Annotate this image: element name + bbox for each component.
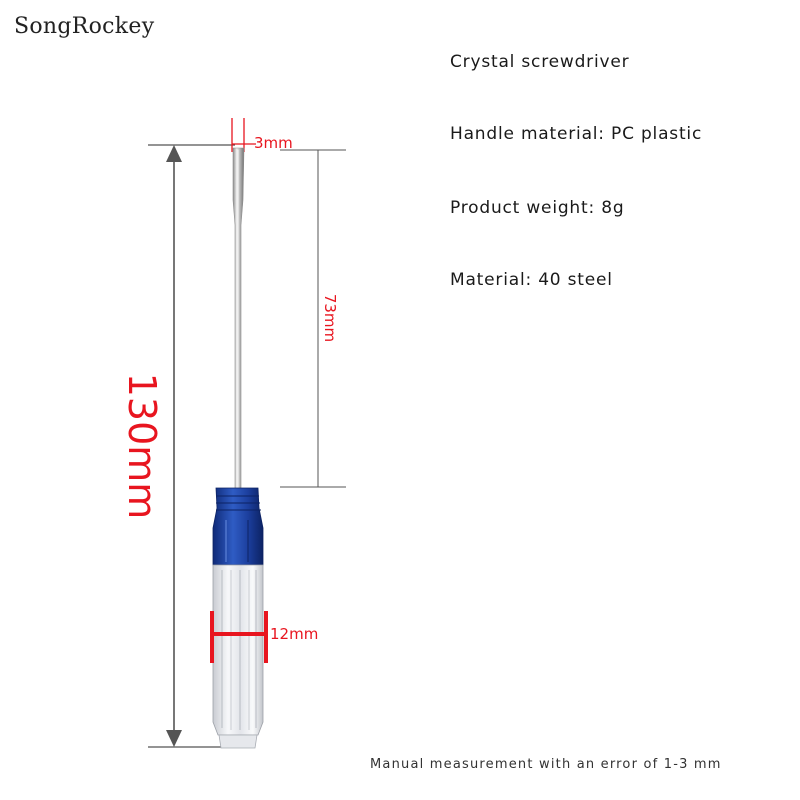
spec-product-weight: Product weight: 8g <box>450 198 625 218</box>
measurement-note: Manual measurement with an error of 1-3 … <box>370 757 722 772</box>
spec-handle-material: Handle material: PC plastic <box>450 124 703 144</box>
spec-material: Material: 40 steel <box>450 270 613 290</box>
tip-width-markers <box>231 118 256 152</box>
handle-width-label: 12mm <box>270 625 319 643</box>
spec-title: Crystal screwdriver <box>450 52 630 72</box>
shaft-length-label: 73mm <box>321 293 339 343</box>
shaft-length-dimension <box>280 149 346 488</box>
tip-width-label: 3mm <box>254 134 293 152</box>
total-length-label: 130mm <box>120 372 164 520</box>
handle-blue-collar <box>212 487 264 566</box>
handle-width-markers <box>210 611 268 663</box>
screwdriver-shaft <box>232 147 245 491</box>
brand-logo: SongRockey <box>14 14 155 39</box>
handle-clear-body <box>212 564 264 749</box>
total-length-dimension <box>148 144 235 748</box>
